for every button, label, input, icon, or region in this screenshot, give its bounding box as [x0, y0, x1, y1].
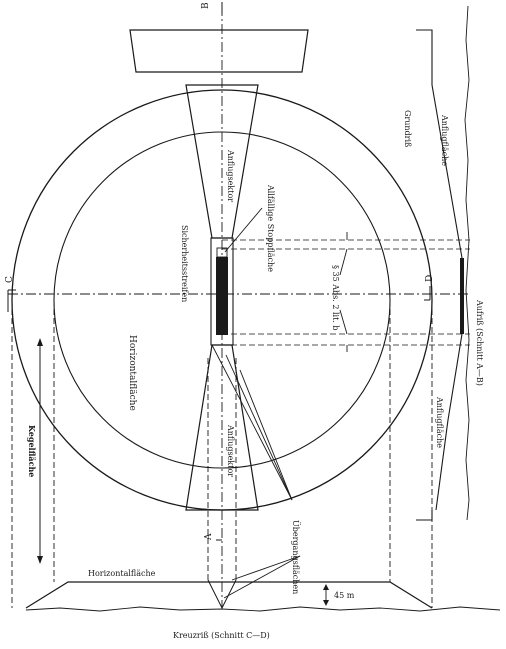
- paragraph-arrow: [339, 309, 348, 335]
- section-marker-b: B: [201, 2, 211, 9]
- label-kreuzriss: Kreuzriß (Schnitt C—D): [173, 631, 270, 640]
- leader-line: [225, 354, 293, 501]
- label-grundriss: Grundriß: [403, 110, 412, 147]
- leader-line: [224, 207, 263, 253]
- label-horizontalflaeche-section: Horizontalfläche: [88, 569, 156, 578]
- label-kegelflaeche: Kegelfläche: [27, 425, 37, 477]
- elevation-frame: [416, 29, 433, 85]
- elevation-runway: [460, 258, 464, 334]
- section-marker-a: A: [204, 533, 214, 541]
- label-anflugflaeche-top: Anflugfläche: [440, 114, 449, 166]
- terrain-block: [129, 29, 309, 73]
- label-sicherheitsstreifen: Sicherheitsstreifen: [180, 225, 189, 302]
- arrow-head: [323, 584, 329, 590]
- arrow-head: [37, 556, 43, 564]
- label-anflugsektor-top: Anflugsektor: [226, 149, 235, 202]
- label-stoppflaeche: Allfällige Stoppfläche: [266, 184, 275, 272]
- arrow-head: [37, 338, 43, 346]
- elevation-profile-top: [431, 84, 463, 259]
- paragraph-arrow: [339, 248, 348, 276]
- elevation-frame: [416, 510, 433, 521]
- label-height: 45 m: [334, 591, 355, 600]
- approach-sector-top: [185, 84, 259, 239]
- label-uebergangsflaechen: Übergangsflächen: [291, 520, 300, 594]
- label-anflugflaeche-bottom: Anflugfläche: [435, 396, 444, 448]
- leader-line: [223, 555, 301, 599]
- section-marker-c: C: [5, 276, 15, 283]
- label-horizontalflaeche-plan: Horizontalfläche: [127, 335, 137, 411]
- terrain-edge: [464, 5, 470, 521]
- ground-line: [25, 606, 501, 612]
- leader-line: [239, 369, 293, 501]
- label-paragraph: § 35 Abs. 2 lit. b: [331, 265, 340, 331]
- leader-line: [211, 344, 293, 501]
- label-aufriss: Aufriß (Schnitt A—B): [475, 299, 484, 386]
- arrow-head: [323, 600, 329, 606]
- leader-line: [231, 555, 301, 581]
- elevation-profile-bottom: [435, 333, 463, 511]
- cross-section-outline: [25, 581, 433, 609]
- label-anflugsektor-bottom: Anflugsektor: [226, 424, 235, 477]
- section-marker-d: D: [425, 275, 435, 282]
